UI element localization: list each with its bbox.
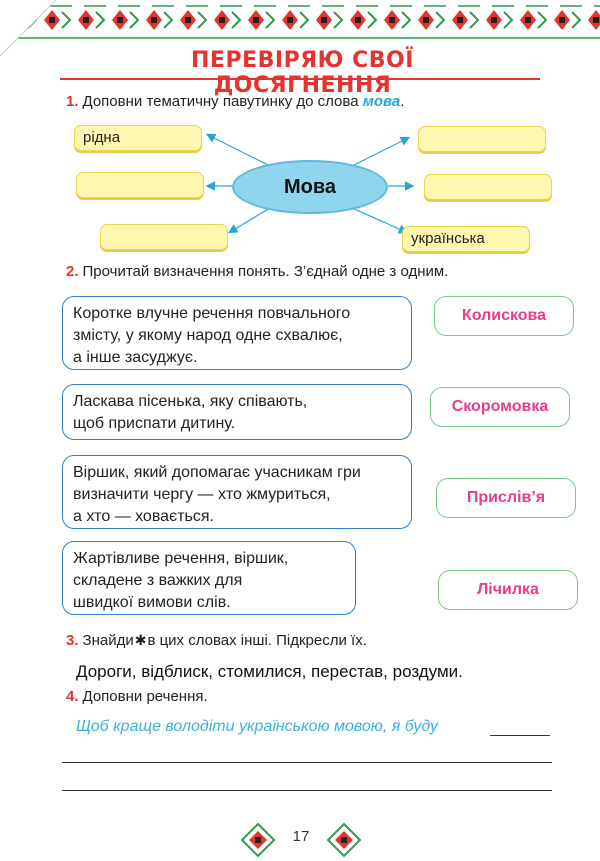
term-label: Скоромовка [451, 398, 549, 415]
embroidery-border [0, 0, 600, 40]
web-slot-left-top[interactable]: рідна [74, 125, 202, 151]
definition-line: Жартівливе речення, віршик, [73, 550, 289, 567]
answer-line[interactable] [490, 735, 550, 736]
term-label: Колискова [461, 307, 547, 324]
definition-card[interactable]: Віршик, який допомагає учасникам гри виз… [62, 455, 412, 529]
task-3-words[interactable]: Дороги, відблиск, стомилися, перестав, р… [76, 662, 463, 681]
definition-card[interactable]: Коротке влучне речення повчального зміст… [62, 296, 412, 370]
term-card[interactable]: Лічилка [438, 570, 578, 610]
definition-line: визначити чергу — хто жмуриться, [73, 486, 331, 503]
definition-card[interactable]: Ласкава пісенька, яку співають, щоб прис… [62, 384, 412, 440]
web-slot-left-bottom[interactable] [100, 224, 228, 250]
footer-ornament [240, 822, 362, 858]
web-slot-right-mid[interactable] [424, 174, 552, 200]
task-1-instruction: 1.Доповни тематичну павутинку до слова м… [66, 93, 404, 110]
web-arrows [205, 133, 415, 234]
task-2-instruction: 2.Прочитай визначення понять. З’єднай од… [66, 263, 448, 280]
definition-line: складене з важких для [73, 572, 243, 589]
definition-line: а інше засуджує. [73, 349, 198, 366]
answer-line[interactable] [62, 790, 552, 791]
definition-line: змісту, у якому народ одне схвалює, [73, 327, 343, 344]
task-3-instruction: 3.Знайди✱в цих словах інші. Підкресли їх… [66, 632, 367, 649]
web-center-word: Мова [232, 160, 388, 214]
task-text: Прочитай визначення понять. З’єднай одне… [82, 263, 449, 280]
task-text: Доповни тематичну павутинку до слова [82, 93, 359, 110]
task-number: 3. [66, 632, 79, 649]
keyword: мова [362, 93, 401, 110]
star-icon: ✱ [134, 632, 147, 648]
task-text: в цих словах інші. Підкресли їх. [147, 632, 367, 649]
definition-line: щоб приспати дитину. [73, 415, 236, 432]
task-4-instruction: 4.Доповни речення. [66, 688, 208, 705]
term-card[interactable]: Прислів’я [436, 478, 576, 518]
web-slot-right-top[interactable] [418, 126, 546, 152]
definition-line: Ласкава пісенька, яку співають, [73, 393, 308, 410]
definition-line: а хто — ховається. [73, 508, 214, 525]
term-label: Лічилка [477, 581, 539, 598]
task-4-sentence: Щоб краще володіти українською мовою, я … [76, 718, 439, 735]
definition-card[interactable]: Жартівливе речення, віршик, складене з в… [62, 541, 356, 615]
title-underline [60, 78, 540, 80]
task-end: . [400, 93, 405, 110]
definition-line: Коротке влучне речення повчального [73, 305, 351, 322]
task-number: 1. [66, 93, 79, 110]
corner-ornament [0, 0, 56, 56]
task-text: Доповни речення. [82, 688, 208, 705]
page-title: Перевіряю свої досягнення [191, 48, 414, 98]
task-text: Знайди [82, 632, 134, 649]
term-card[interactable]: Колискова [434, 296, 574, 336]
definition-line: швидкої вимови слів. [73, 594, 231, 611]
term-card[interactable]: Скоромовка [430, 387, 570, 427]
web-slot-right-bottom[interactable]: українська [402, 226, 530, 252]
term-label: Прислів’я [466, 489, 546, 506]
definition-line: Віршик, який допомагає учасникам гри [73, 464, 361, 481]
center-word-label: Мова [283, 175, 337, 198]
task-number: 4. [66, 688, 79, 705]
task-number: 2. [66, 263, 79, 280]
answer-line[interactable] [62, 762, 552, 763]
web-slot-left-mid[interactable] [76, 172, 204, 198]
page-number: 17 [292, 828, 310, 845]
